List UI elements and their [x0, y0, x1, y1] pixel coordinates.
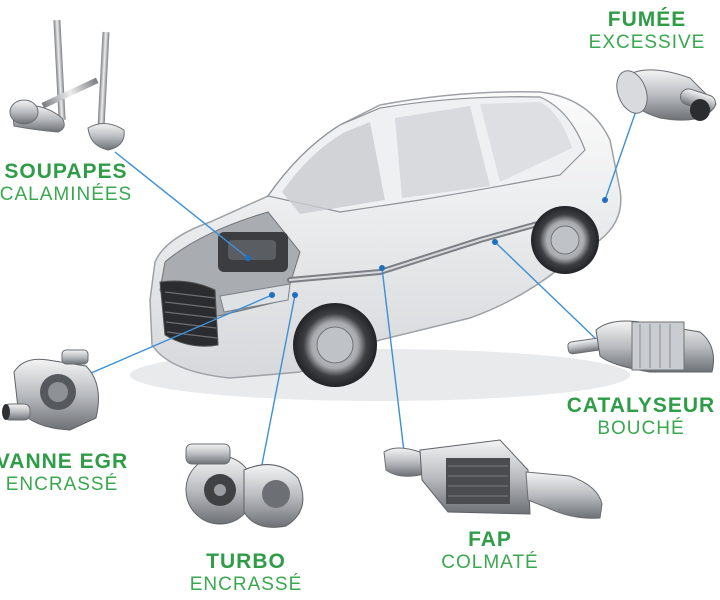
label-fumee-title: FUMÉE [607, 8, 687, 31]
leader-dot-fumee [602, 197, 608, 203]
leader-dot-catalyseur [492, 239, 498, 245]
catalytic-converter-image [567, 320, 714, 373]
label-turbo: TURBO ENCRASSÉ [166, 550, 326, 596]
leader-line-egr [67, 294, 273, 384]
label-egr-title: VANNE EGR [0, 450, 129, 473]
leader-dot-fap [379, 265, 385, 271]
label-soupapes-subtitle: CALAMINÉES [0, 184, 133, 206]
leader-lines [67, 107, 638, 486]
label-catalyseur: CATALYSEUR BOUCHÉ [556, 394, 720, 440]
leader-line-fumee [604, 107, 638, 201]
label-fumee-subtitle: EXCESSIVE [588, 32, 706, 54]
car-cutaway-illustration [130, 91, 630, 401]
leader-dots [245, 197, 608, 298]
label-egr: VANNE EGR ENCRASSÉ [0, 450, 142, 496]
egr-valve-image [2, 349, 99, 431]
turbocharger-image [185, 443, 304, 528]
leader-line-turbo [257, 294, 296, 486]
leader-dot-egr [269, 292, 275, 298]
engine-valves-image [9, 19, 125, 151]
label-soupapes: SOUPAPES CALAMINÉES [0, 160, 146, 206]
label-catalyseur-subtitle: BOUCHÉ [597, 418, 685, 440]
leader-dot-turbo [292, 292, 298, 298]
label-turbo-title: TURBO [206, 550, 286, 573]
label-fumee: FUMÉE EXCESSIVE [572, 8, 720, 54]
muffler-image [616, 69, 717, 121]
particulate-filter-image [383, 439, 603, 519]
leader-line-fap [381, 267, 406, 461]
label-fap-title: FAP [468, 528, 512, 551]
label-fap: FAP COLMATÉ [420, 528, 560, 574]
label-catalyseur-title: CATALYSEUR [566, 394, 716, 417]
label-turbo-subtitle: ENCRASSÉ [189, 574, 303, 596]
label-soupapes-title: SOUPAPES [4, 160, 128, 183]
leader-dot-soupapes [245, 255, 251, 261]
label-fap-subtitle: COLMATÉ [441, 552, 539, 574]
leader-line-soupapes [114, 151, 249, 259]
label-egr-subtitle: ENCRASSÉ [5, 474, 119, 496]
leader-line-catalyseur [494, 241, 598, 341]
